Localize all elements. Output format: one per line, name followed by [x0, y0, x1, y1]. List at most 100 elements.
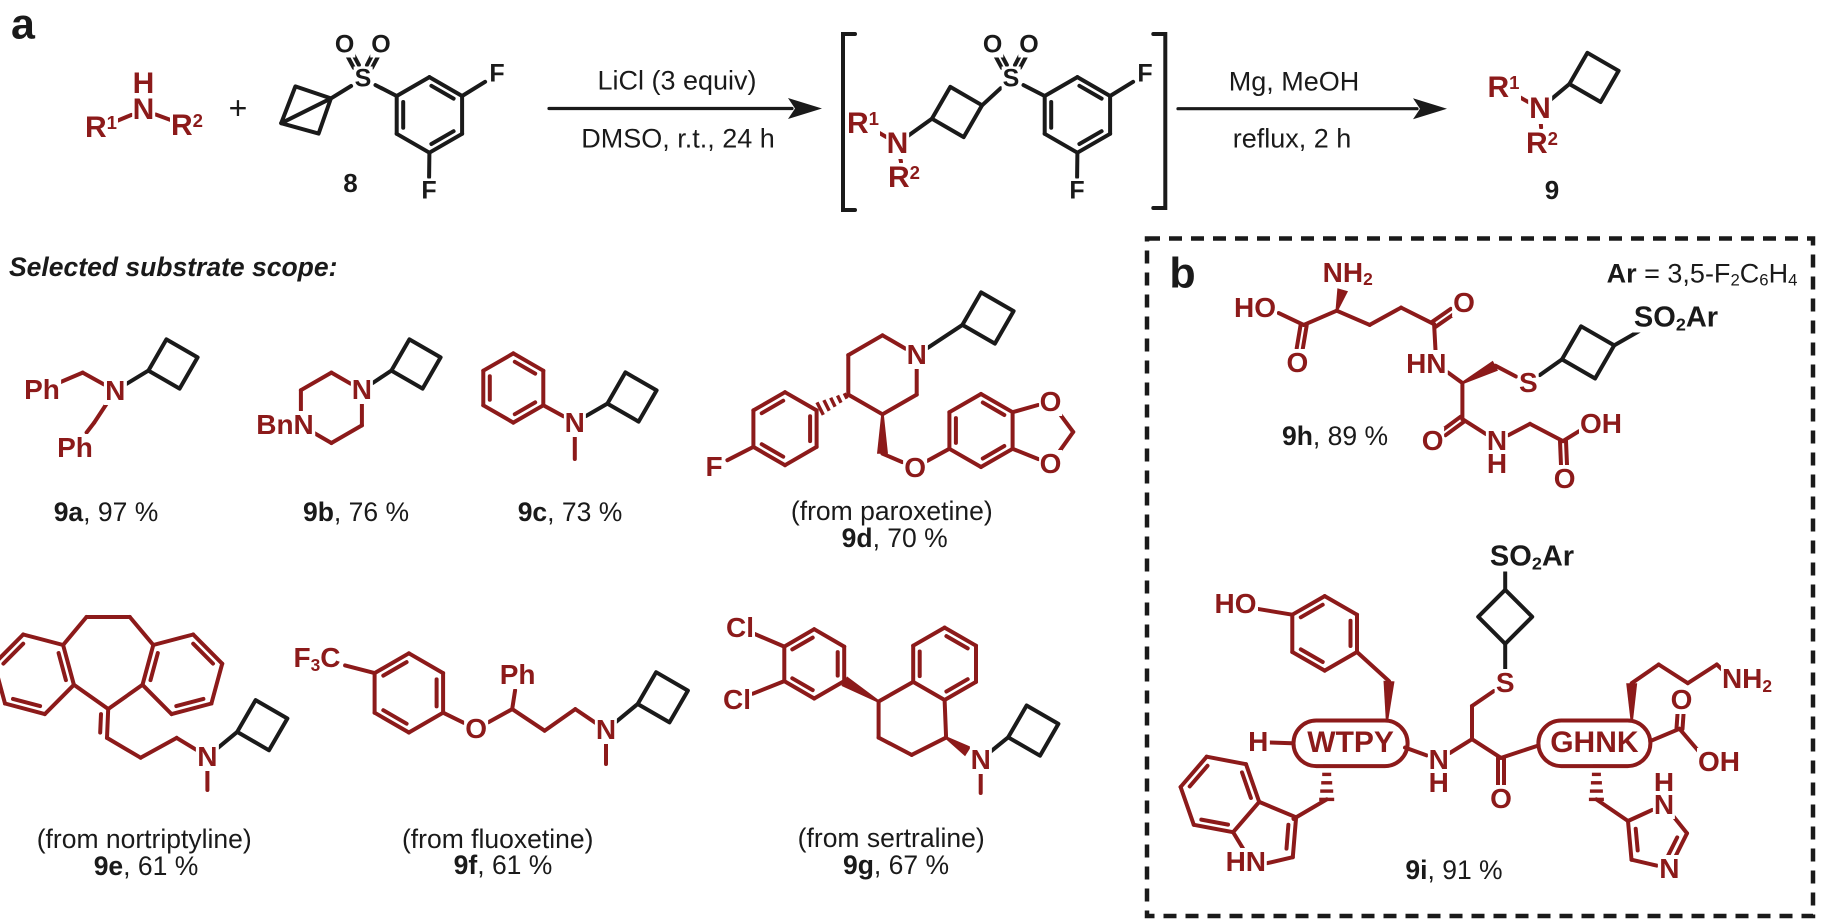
bond-line — [1021, 83, 1047, 98]
double-bond-line — [1680, 710, 1686, 731]
aromatic-inner-line — [1633, 826, 1640, 853]
bond-line — [486, 707, 515, 725]
bond-line — [1403, 745, 1429, 758]
bond-line — [1191, 822, 1236, 835]
bond-line — [751, 444, 787, 468]
compound-8-number: 8 — [343, 168, 358, 198]
bond-line — [1506, 421, 1532, 438]
bond-line — [846, 392, 885, 417]
9i-s-label: S — [1494, 667, 1516, 699]
bond-line — [1290, 594, 1327, 617]
bond-line — [1612, 328, 1643, 348]
9h-so2ar-label: SO2Ar — [1632, 301, 1720, 335]
intermediate-f-bottom-label: F — [1068, 176, 1086, 205]
bond-line — [343, 663, 377, 676]
9i-h-imidazole-label: H — [1652, 766, 1676, 798]
sulfone8-f-top-label: F — [488, 59, 506, 88]
aromatic-inner-line — [1199, 817, 1230, 827]
9i-entry-label-id: 9i — [1405, 854, 1428, 885]
reaction-arrow-1 — [547, 98, 822, 119]
9a-entry-label-value: , 97 % — [83, 496, 159, 527]
ring-outline — [1006, 703, 1061, 758]
arrow-head — [788, 98, 822, 119]
9b-bnn-label: BnN — [255, 409, 315, 441]
9f-n-label: N — [594, 714, 618, 745]
aromatic-inner-line — [1298, 647, 1325, 664]
aromatic-inner-line — [56, 651, 68, 683]
9i-entry-label: 9i, 91 % — [1404, 857, 1503, 884]
bond-line — [750, 679, 787, 696]
structure-sulfone-8 — [279, 51, 488, 179]
9d-o-label: O — [903, 451, 928, 483]
bond-line — [1547, 82, 1572, 103]
bond-line — [880, 392, 919, 417]
aromatic-inner-line — [1240, 770, 1253, 800]
bond-line — [1042, 75, 1080, 98]
wedge-bond — [1335, 288, 1348, 311]
9b-entry-label: 9b, 76 % — [302, 499, 410, 526]
aromatic-inner-line — [790, 676, 815, 693]
ar-definition-value: = 3,5-F2C6H4 — [1636, 258, 1798, 290]
bond-line — [1656, 662, 1690, 686]
9c-entry-label-id: 9c — [517, 496, 548, 527]
reaction-arrow-2 — [1176, 98, 1447, 120]
bond-line — [511, 403, 546, 425]
bond-line — [124, 368, 151, 386]
bond-line — [906, 116, 934, 138]
9i-o-acid-label: O — [1669, 683, 1694, 715]
ring-outline — [960, 290, 1016, 346]
aromatic-inner-line — [1298, 602, 1325, 620]
left-bracket — [841, 32, 857, 212]
bond-line — [1629, 857, 1659, 868]
bond-line — [1334, 308, 1372, 327]
right-bracket — [1151, 32, 1168, 210]
bond-line — [979, 446, 1015, 469]
structure-9b — [298, 337, 443, 445]
bond-line — [106, 682, 145, 711]
9i-so2ar-label: SO2Ar — [1488, 540, 1576, 574]
bond-line — [980, 86, 1003, 108]
bond-line — [92, 399, 111, 425]
9i-n1-imidazole-label: N — [1652, 788, 1676, 820]
ring-outline — [1476, 587, 1535, 646]
bond-line — [942, 698, 949, 740]
structure-amine — [114, 112, 173, 123]
bond-line — [105, 735, 143, 760]
plus-sign: + — [228, 90, 248, 126]
bond-line — [169, 701, 214, 717]
9h-o-carbonyl-label: O — [1420, 425, 1445, 457]
9f-source-label: (from fluoxetine) — [401, 823, 594, 854]
9d-entry-label: 9d, 70 % — [841, 524, 949, 551]
structure-9h — [1276, 288, 1643, 467]
intermediate-brackets — [841, 32, 1168, 212]
aromatic-inner-line — [1, 641, 26, 666]
bond-line — [1290, 650, 1327, 673]
bond-line — [947, 446, 983, 469]
9c-entry-label-value: , 73 % — [547, 496, 623, 527]
bond-line — [61, 643, 76, 687]
bond-line — [1470, 689, 1496, 708]
ring-outline — [635, 670, 690, 725]
9d-n-label: N — [905, 339, 928, 371]
bond-line — [0, 632, 26, 661]
bond-line — [1301, 308, 1339, 327]
9e-source-label: (from nortriptyline) — [36, 823, 252, 854]
structure-9c — [481, 351, 659, 461]
bond-line — [1244, 762, 1262, 804]
9h-entry-label-value: , 89 % — [1312, 420, 1389, 451]
intermediate-s-label: S — [1001, 64, 1021, 93]
step1-conditions: DMSO, r.t., 24 h — [581, 123, 775, 153]
9i-h-amide-label: H — [1427, 766, 1450, 798]
aromatic-inner-line — [1077, 83, 1104, 101]
intermediate-n-label: N — [885, 126, 910, 160]
intermediate-o-left-label: O — [981, 30, 1004, 59]
bond-line — [21, 632, 66, 647]
wedge-bond — [1383, 680, 1395, 721]
bond-line — [151, 632, 196, 647]
sulfone8-o-right-label: O — [370, 30, 392, 59]
aromatic-inner-line — [944, 634, 970, 651]
bond-line — [1685, 662, 1719, 686]
panel-b-border — [1144, 236, 1816, 919]
ring-outline — [389, 337, 443, 391]
